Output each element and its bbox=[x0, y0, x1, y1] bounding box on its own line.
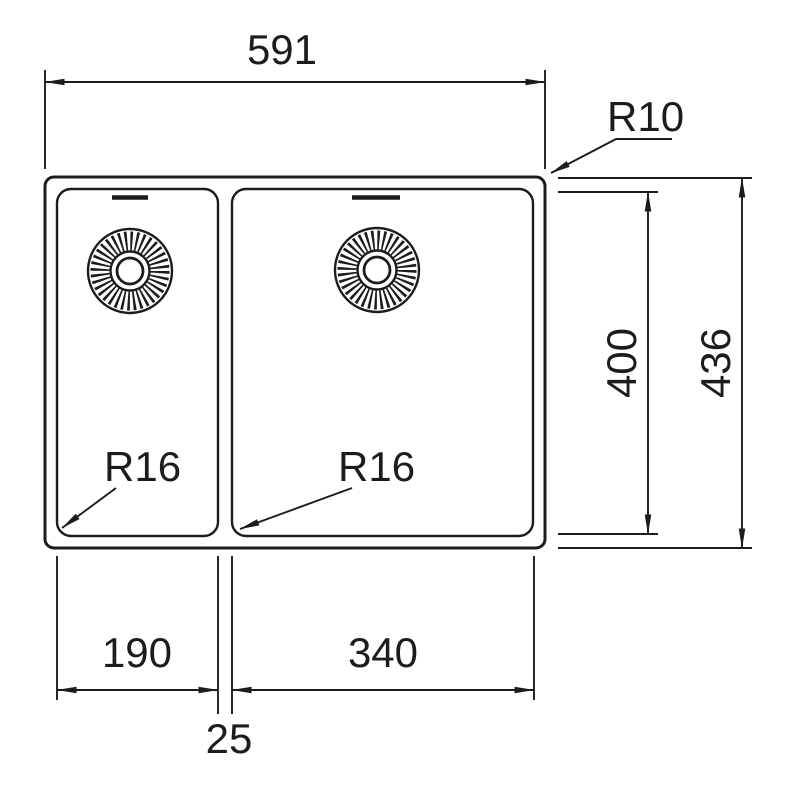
dim-outer-corner-radius: R10 bbox=[550, 93, 684, 174]
dim-label-bowl-depth: 400 bbox=[598, 328, 645, 398]
leader-line bbox=[61, 487, 117, 529]
dim-overall-depth: 436 bbox=[558, 177, 752, 549]
dim-overall-width: 591 bbox=[44, 26, 546, 169]
left-drain-strainer-icon bbox=[86, 227, 174, 315]
sink-outer-outline bbox=[43, 175, 547, 550]
dim-label-overall-width: 591 bbox=[247, 26, 317, 73]
right-drain-strainer-icon bbox=[333, 226, 421, 314]
right-bowl-outline bbox=[230, 187, 535, 538]
dim-left-bowl-width: 190 bbox=[56, 556, 219, 714]
dim-left-bowl-corner-radius: R16 bbox=[61, 443, 181, 529]
left-bowl-outline bbox=[55, 187, 220, 538]
dim-label-left-bowl-width: 190 bbox=[102, 629, 172, 676]
dim-label-right-bowl-width: 340 bbox=[348, 629, 418, 676]
leader-line bbox=[550, 138, 672, 174]
dim-bowl-gap: 25 bbox=[206, 715, 253, 762]
dim-label-outer-corner-radius: R10 bbox=[607, 93, 684, 140]
dim-label-bowl-gap: 25 bbox=[206, 715, 253, 762]
dim-right-bowl-width: 340 bbox=[231, 556, 535, 714]
dim-bowl-depth: 400 bbox=[558, 191, 658, 535]
dim-label-left-bowl-radius: R16 bbox=[104, 443, 181, 490]
dim-label-overall-depth: 436 bbox=[692, 328, 739, 398]
dim-right-bowl-corner-radius: R16 bbox=[239, 443, 415, 530]
leader-line bbox=[239, 487, 353, 530]
dim-label-right-bowl-radius: R16 bbox=[338, 443, 415, 490]
sink-body bbox=[43, 175, 547, 550]
